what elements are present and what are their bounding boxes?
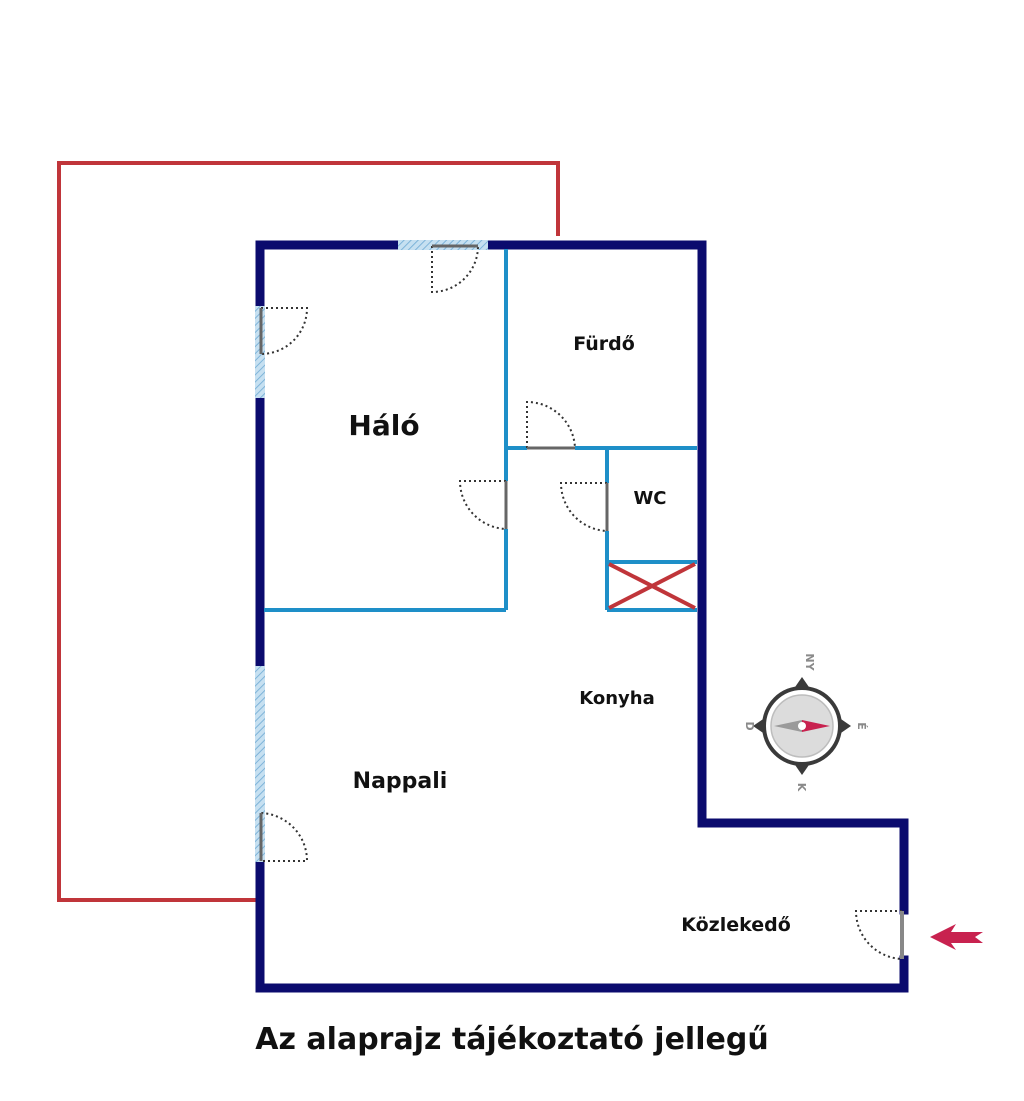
outer-walls <box>255 240 909 993</box>
compass-label-south: K <box>795 783 808 792</box>
room-label-konyha: Konyha <box>579 688 655 709</box>
compass-label-east: É <box>855 722 868 730</box>
door-entrance <box>854 910 904 960</box>
door-bedroom-left <box>259 307 309 355</box>
room-label-kozlekedo: Közlekedő <box>681 914 791 936</box>
room-label-halo: Háló <box>348 409 419 442</box>
door-bedroom-inner <box>458 480 508 530</box>
compass-needle-icon <box>802 720 830 732</box>
inner-walls <box>264 249 697 612</box>
door-bathroom <box>526 400 576 450</box>
room-label-nappali: Nappali <box>353 769 448 794</box>
room-label-wc: WC <box>633 488 666 509</box>
door-wc <box>559 482 609 532</box>
room-label-furdo: Fürdő <box>573 333 635 355</box>
blocked-shaft-mark <box>608 562 696 610</box>
door-living-terrace <box>259 812 309 862</box>
entrance-arrow-icon <box>930 924 983 950</box>
compass-icon: NY É K D <box>743 653 868 791</box>
balcony-outline <box>57 161 560 902</box>
compass-label-west: D <box>743 721 756 730</box>
door-bedroom-top <box>431 244 479 294</box>
window-left-living <box>255 666 265 862</box>
disclaimer-text: Az alaprajz tájékoztató jellegű <box>255 1022 769 1057</box>
compass-label-north: NY <box>803 653 816 671</box>
